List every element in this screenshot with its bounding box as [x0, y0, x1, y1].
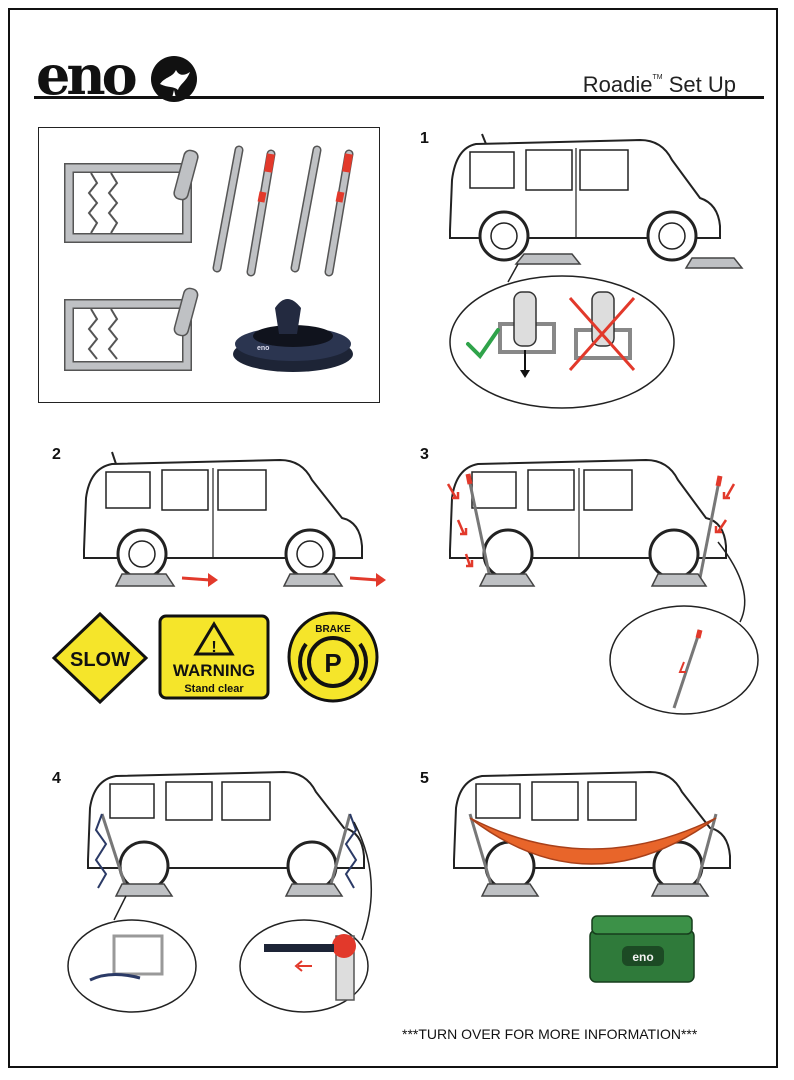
wheel-chock	[514, 253, 582, 265]
detail-callout	[449, 263, 675, 409]
brand-wordmark: eno	[36, 43, 138, 107]
tension-strap	[94, 813, 108, 889]
car-drawing	[83, 451, 363, 580]
wheel-chock	[114, 573, 176, 587]
warning-title: WARNING	[173, 661, 255, 680]
header-divider	[34, 96, 764, 99]
cooler: eno	[589, 915, 695, 983]
down-arrow-icon	[456, 519, 468, 536]
step-3-illustration	[446, 458, 759, 715]
detail-callout	[609, 541, 759, 715]
detail-callout	[67, 895, 197, 1013]
eno-logo: eno	[36, 46, 206, 108]
support-pole	[466, 473, 492, 579]
trademark-mark: TM	[652, 74, 663, 81]
warning-sign: ! WARNING Stand clear	[158, 614, 270, 700]
down-arrow-icon	[714, 519, 728, 534]
right-arrow-icon	[181, 573, 218, 587]
cross-icon	[568, 297, 636, 371]
support-pole	[212, 145, 244, 273]
down-arrow-icon	[722, 483, 736, 500]
wheel-chock	[114, 883, 174, 897]
strap-label: eno	[257, 345, 269, 352]
slow-sign: SLOW	[51, 611, 149, 705]
wheel-chock-frame	[64, 149, 199, 243]
kit-contents-illustration: eno	[64, 145, 354, 372]
car-drawing	[449, 133, 721, 262]
hammock	[469, 817, 717, 865]
check-icon	[466, 328, 500, 360]
support-pole	[290, 145, 322, 273]
car-drawing	[449, 458, 727, 580]
brake-label: BRAKE	[315, 624, 351, 635]
parking-brake-sign: BRAKE P	[287, 611, 379, 703]
instruction-sheet: eno RoadieTM Set Up	[8, 8, 778, 1068]
support-pole	[324, 149, 354, 277]
step-number: 5	[420, 770, 429, 787]
down-arrow-icon	[464, 553, 474, 568]
step-1-illustration	[449, 133, 744, 409]
wheel-chock	[650, 883, 710, 897]
step-4-illustration	[67, 770, 373, 1013]
detail-callout	[239, 821, 373, 1013]
page-title: RoadieTM Set Up	[583, 72, 736, 98]
left-arrow-icon	[294, 960, 312, 972]
wheel-chock	[282, 573, 344, 587]
footer-note: ***TURN OVER FOR MORE INFORMATION***	[402, 1026, 698, 1042]
slow-sign-text: SLOW	[70, 649, 130, 671]
kit-contents-panel: eno	[38, 127, 380, 403]
title-suffix: Set Up	[662, 72, 736, 97]
product-name: Roadie	[582, 72, 653, 97]
coiled-strap: eno	[233, 299, 353, 372]
car-drawing	[87, 770, 365, 892]
warning-triangle-icon	[193, 621, 235, 656]
wheel-chock-frame	[64, 287, 199, 371]
step-2-illustration	[83, 451, 386, 587]
support-pole	[694, 813, 718, 889]
step-number: 4	[52, 770, 61, 787]
support-pole	[100, 813, 128, 889]
wheel-chock	[650, 573, 708, 587]
wheel-chock	[684, 257, 744, 269]
wheel-chock	[284, 883, 344, 897]
support-pole	[246, 149, 276, 277]
cooler-label: eno	[632, 950, 653, 964]
brake-letter: P	[324, 648, 341, 678]
support-pole	[698, 475, 722, 579]
support-pole	[468, 813, 494, 889]
step-5-illustration: eno	[453, 770, 731, 983]
down-arrow-icon	[446, 483, 460, 500]
step-number: 2	[52, 446, 61, 463]
tension-strap	[344, 813, 358, 889]
support-pole	[328, 813, 352, 889]
wheel-chock	[480, 883, 540, 897]
step-number: 3	[420, 446, 429, 463]
warning-subtitle: Stand clear	[184, 683, 244, 695]
step-number: 1	[420, 130, 429, 147]
svg-text:!: !	[211, 639, 216, 656]
wheel-chock	[478, 573, 536, 587]
right-arrow-icon	[349, 573, 386, 587]
